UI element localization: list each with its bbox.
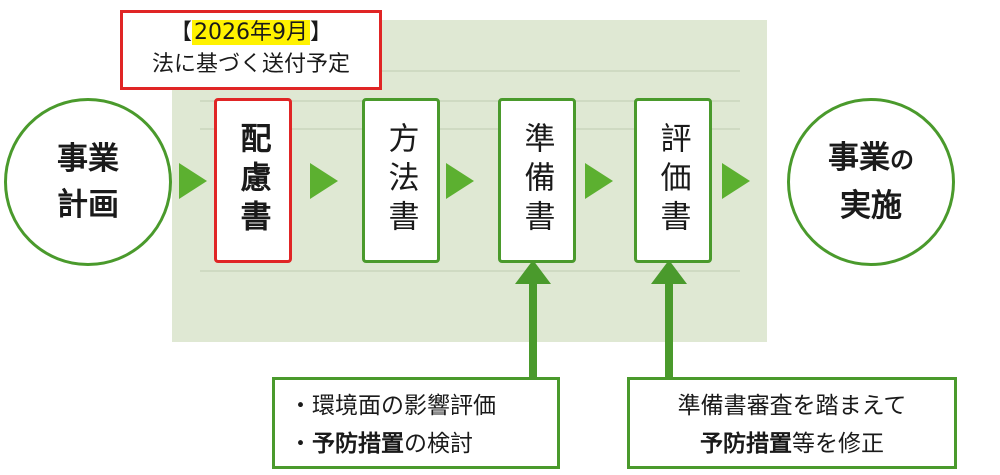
background-faint-line (200, 70, 740, 72)
arrow-right-icon (310, 163, 338, 199)
start-line2: 計画 (57, 187, 119, 223)
arrow-right-icon (722, 163, 750, 199)
background-faint-line (200, 128, 740, 130)
background-faint-line (200, 270, 740, 272)
arrow-right-icon (585, 163, 613, 199)
document-label: 配慮書 (234, 122, 271, 239)
arrow-right-icon (446, 163, 474, 199)
note-bold-text: 予防措置 (312, 431, 404, 457)
document-label: 評価書 (654, 122, 691, 239)
connector-line (529, 282, 537, 378)
bullet: ・ (289, 393, 312, 419)
bullet: ・ (289, 431, 312, 457)
bracket-close: 】 (310, 20, 333, 45)
end-particle: の (890, 146, 914, 174)
arrow-up-icon (515, 260, 551, 284)
arrow-up-icon (651, 260, 687, 284)
end-line2: 実施 (840, 188, 902, 224)
start-line1: 事業 (57, 141, 119, 177)
document-box-junbi: 準備書 (498, 98, 576, 263)
bracket-open: 【 (169, 20, 192, 45)
schedule-callout-date-line: 【2026年9月】 (123, 17, 379, 49)
end-circle-project-implementation: 事業の実施 (787, 98, 955, 266)
note-box-junbi: ・環境面の影響評価 ・予防措置の検討 (272, 377, 560, 469)
background-faint-line (200, 100, 740, 102)
note-box-hyouka: 準備書審査を踏まえて 予防措置等を修正 (627, 377, 957, 469)
connector-line (665, 282, 673, 378)
document-box-hairyo: 配慮書 (214, 98, 292, 263)
document-label: 方法書 (382, 122, 419, 239)
note-text: 準備書審査を踏まえて (677, 393, 907, 419)
schedule-callout-text: 法に基づく送付予定 (151, 52, 350, 77)
schedule-date: 2026年9月 (192, 20, 310, 45)
note-text: 等を修正 (792, 431, 884, 457)
start-circle-business-plan: 事業計画 (4, 98, 172, 266)
arrow-right-icon (179, 163, 207, 199)
document-box-houhou: 方法書 (362, 98, 440, 263)
note-line: 予防措置等を修正 (644, 425, 940, 463)
document-box-hyouka: 評価書 (634, 98, 712, 263)
end-line1: 事業 (828, 140, 890, 176)
note-text: の検討 (404, 431, 473, 457)
schedule-callout: 【2026年9月】 法に基づく送付予定 (120, 10, 382, 90)
document-label: 準備書 (518, 122, 555, 239)
note-bold-text: 予防措置 (700, 431, 792, 457)
note-text: 環境面の影響評価 (312, 393, 496, 419)
note-line: ・予防措置の検討 (289, 425, 543, 463)
note-line: ・環境面の影響評価 (289, 387, 543, 425)
